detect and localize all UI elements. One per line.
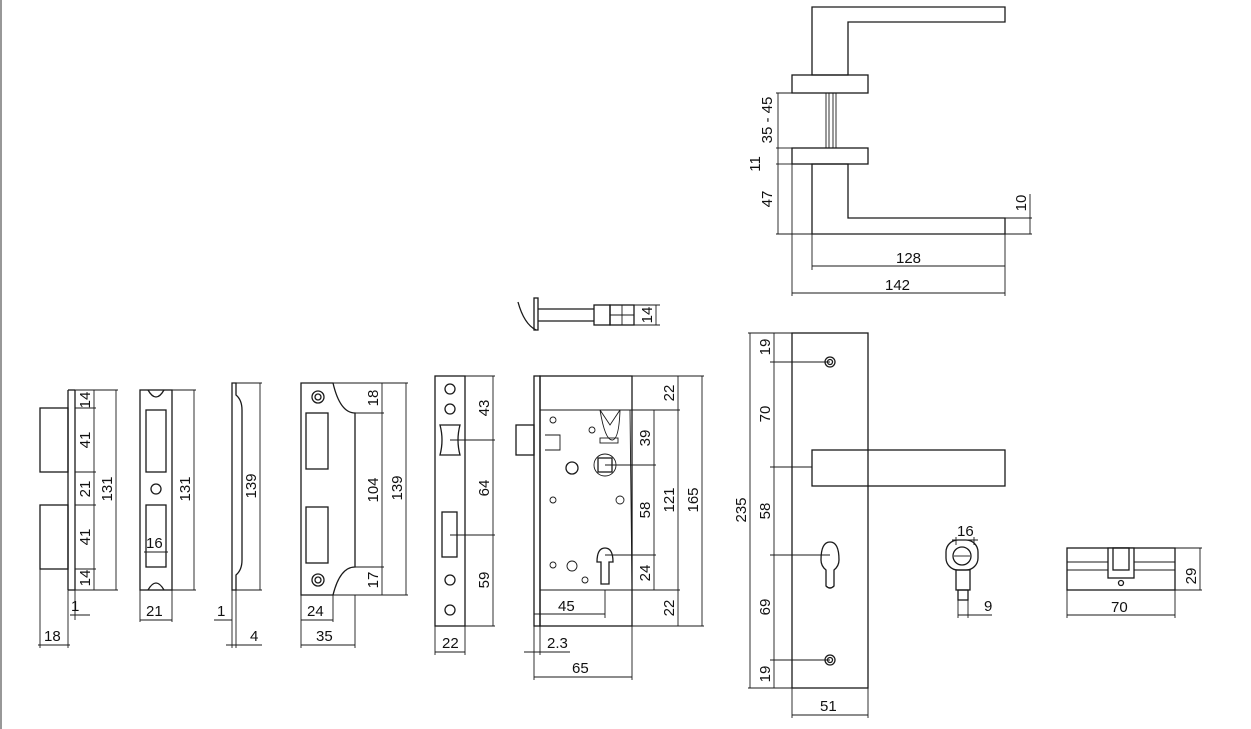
strike-plate-b [139,389,196,622]
dim-strike-b-131: 131 [177,476,194,501]
dim-strike-a-1: 1 [71,598,79,615]
dim-plate-24: 24 [307,603,324,620]
dim-plate-17: 17 [365,572,382,589]
thumb-turn [945,537,992,618]
dim-esc-19-bot: 19 [757,666,774,683]
edge-profile [214,382,262,648]
dim-lever-47: 47 [759,191,776,208]
faceplate [434,375,495,655]
dim-lock-2-3: 2.3 [547,635,568,652]
dim-edge-4: 4 [250,628,258,645]
dim-esc-58: 58 [757,503,774,520]
dim-strike-a-18: 18 [44,628,61,645]
dim-esc-51: 51 [820,698,837,715]
dim-strike-a-14-top: 14 [77,392,94,409]
dim-esc-70: 70 [757,406,774,423]
dim-strike-a-41-top: 41 [77,432,94,449]
bolt-detail [517,297,660,331]
dim-lever-128: 128 [896,250,921,267]
strike-plate-a [38,389,118,648]
strike-plate-c [300,382,408,648]
dim-lock-22-bot: 22 [661,600,678,617]
dim-plate-139: 139 [389,475,406,500]
dim-lever-11: 11 [747,156,764,172]
dim-strike-a-14-bot: 14 [77,570,94,587]
dim-lock-24: 24 [637,565,654,582]
dim-lever-142: 142 [885,277,910,294]
dim-face-43: 43 [476,400,493,417]
dim-cyl-70: 70 [1111,599,1128,616]
dim-bolt-14: 14 [639,307,656,324]
dim-esc-235: 235 [733,497,750,522]
dim-esc-69: 69 [757,599,774,616]
dim-thumb-9: 9 [984,598,992,615]
lever-handle [776,6,1032,296]
dim-plate-35: 35 [316,628,333,645]
dim-lever-10: 10 [1013,195,1030,212]
dim-lever-35-45: 35 - 45 [759,97,776,144]
dim-face-22: 22 [442,635,459,652]
dim-plate-18: 18 [365,390,382,407]
lock-body [515,375,704,680]
dim-lock-165: 165 [685,487,702,512]
dim-edge-1: 1 [217,603,225,620]
dim-lock-121: 121 [661,487,678,512]
escutcheon-plate [748,332,1006,718]
dim-strike-b-21: 21 [146,603,163,620]
dim-lock-22-top: 22 [661,385,678,402]
euro-cylinder [1066,547,1202,618]
dim-strike-a-21: 21 [77,481,94,498]
dim-lock-39: 39 [637,430,654,447]
dim-esc-19-top: 19 [757,339,774,356]
dim-lock-45: 45 [558,598,575,615]
dim-edge-139: 139 [243,473,260,498]
dim-strike-b-16: 16 [146,535,163,552]
dim-face-59: 59 [476,572,493,589]
dim-plate-104: 104 [365,477,382,502]
dim-strike-a-131: 131 [99,476,116,501]
dim-cyl-29: 29 [1183,568,1200,585]
dim-thumb-16: 16 [957,523,974,540]
dimension-labels: 14 41 21 41 14 131 1 18 16 131 21 1 139 … [44,97,1200,715]
dim-face-64: 64 [476,480,493,497]
dim-lock-65: 65 [572,660,589,677]
dim-lock-58: 58 [637,502,654,519]
dim-strike-a-41-bot: 41 [77,529,94,546]
